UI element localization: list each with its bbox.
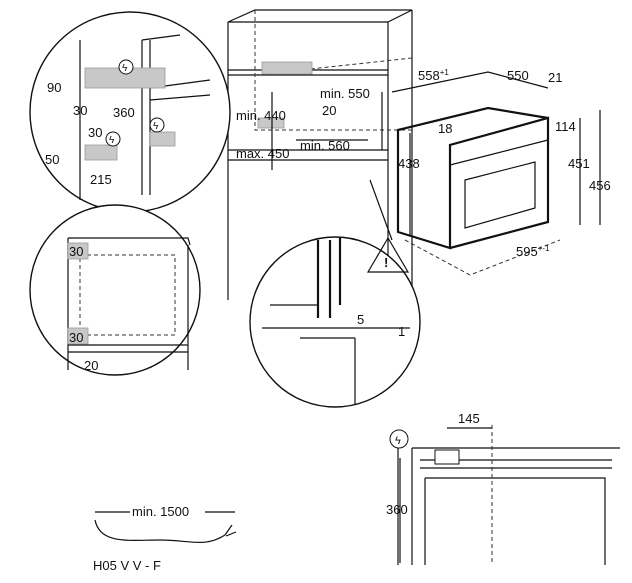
socket-box xyxy=(434,449,460,465)
dim-30-top: 30 xyxy=(69,244,83,259)
cable-length-label: min. 1500 xyxy=(132,504,189,519)
electric-hazard-icon xyxy=(105,131,121,147)
dim-50: 50 xyxy=(45,152,59,167)
dim-30-lower: 30 xyxy=(88,125,102,140)
dim-30-bottom: 30 xyxy=(69,330,83,345)
svg-text:!: ! xyxy=(384,255,388,270)
dim-438: 438 xyxy=(398,156,420,171)
dim-558: 558+1 xyxy=(418,68,449,83)
dim-451: 451 xyxy=(568,156,590,171)
warning-icon xyxy=(366,236,410,273)
oven-drawing: 558+1 550 21 18 114 438 451 456 595+-1 xyxy=(391,68,611,276)
electric-hazard-icon xyxy=(118,59,134,75)
dim-18: 18 xyxy=(438,121,452,136)
svg-text:ϟ: ϟ xyxy=(395,435,401,447)
cable-type-label: H05 V V - F xyxy=(93,558,161,573)
svg-text:ϟ: ϟ xyxy=(122,63,128,74)
dim-550: 550 xyxy=(507,68,529,83)
dim-215: 215 xyxy=(90,172,112,187)
electric-hazard-icon xyxy=(389,429,409,449)
dim-360: 360 xyxy=(386,502,408,517)
dim-1: 1 xyxy=(398,324,405,339)
electric-hazard-icon xyxy=(149,117,165,133)
dim-114: 114 xyxy=(555,119,576,134)
dim-360: 360 xyxy=(113,105,135,120)
socket-view: ϟ 145 360 xyxy=(386,411,620,565)
min-550-label: min. 550 xyxy=(320,86,370,101)
gap-20-label: 20 xyxy=(322,103,336,118)
side-detail-circle: 30 30 20 xyxy=(29,204,201,376)
svg-text:ϟ: ϟ xyxy=(109,135,115,146)
dim-5: 5 xyxy=(357,312,364,327)
dim-145: 145 xyxy=(458,411,480,426)
edge-detail-circle: ! 5 1 xyxy=(249,179,421,408)
min-440-label: min. 440 xyxy=(236,108,286,123)
dim-20: 20 xyxy=(84,358,98,373)
dim-90: 90 xyxy=(47,80,61,95)
dim-595: 595+-1 xyxy=(516,244,550,259)
min-560-label: min. 560 xyxy=(300,138,350,153)
wall-detail-circle: ϟ ϟ ϟ 90 30 360 30 50 215 xyxy=(29,11,231,213)
dim-30-upper: 30 xyxy=(73,103,87,118)
dim-21: 21 xyxy=(548,70,562,85)
cabinet-drawing: min. 550 min. 440 max. 450 20 min. 560 xyxy=(227,9,413,300)
cable-drawing: min. 1500 H05 V V - F xyxy=(93,504,237,573)
max-450-label: max. 450 xyxy=(236,146,289,161)
svg-text:ϟ: ϟ xyxy=(153,121,159,132)
